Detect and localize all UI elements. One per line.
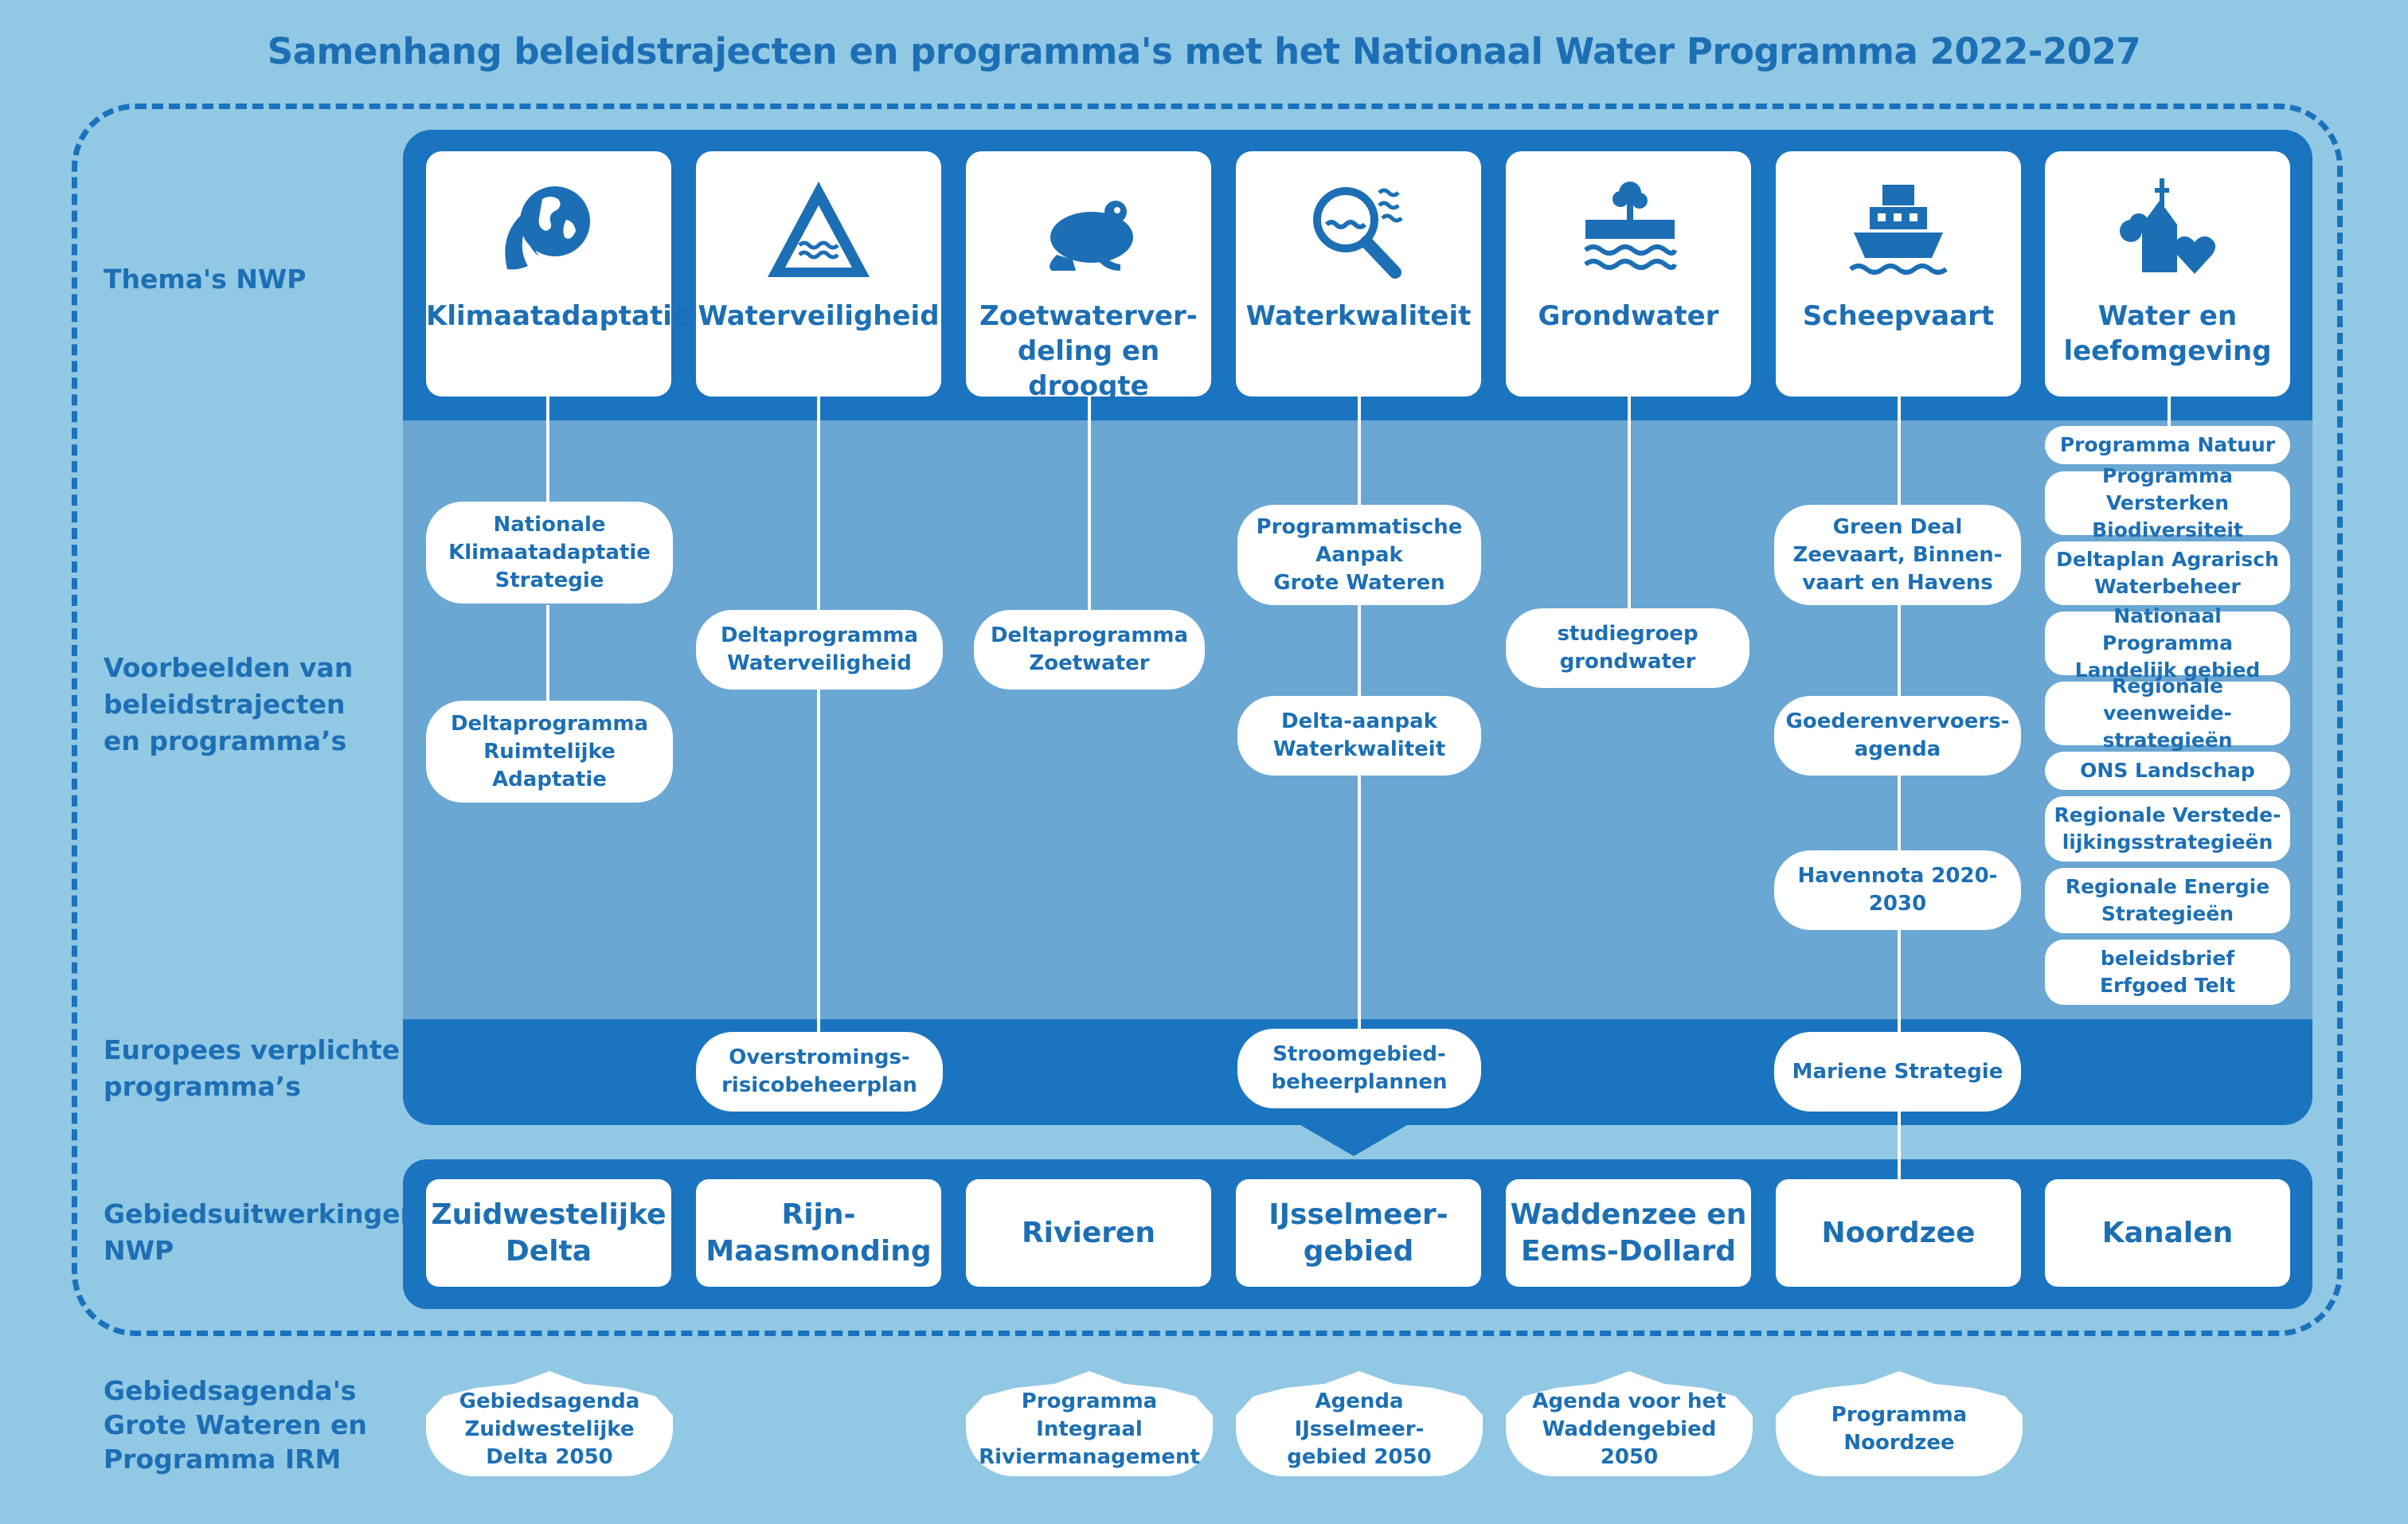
theme-card-scheepvaart[interactable]: Scheepvaart [1776, 151, 2021, 397]
connector-line [2168, 395, 2171, 427]
page-title: Samenhang beleidstrajecten en programma'… [267, 30, 2141, 72]
theme-card-waterveiligheid[interactable]: Waterveiligheid [696, 151, 941, 397]
area-card-noordzee[interactable]: Noordzee [1776, 1179, 2021, 1287]
connector-line [817, 395, 820, 1038]
theme-card-waterkwaliteit[interactable]: Waterkwaliteit [1236, 151, 1481, 397]
leefomgeving-item[interactable]: Regionale veenweide-strategieën [2045, 674, 2290, 752]
nwp-dashed-boundary [72, 104, 2343, 1336]
ship-icon [1849, 185, 1948, 275]
connector-line [1088, 395, 1091, 610]
frog-icon [1050, 201, 1133, 271]
church-heart-icon [2120, 178, 2216, 274]
theme-card-grondwater[interactable]: Grondwater [1506, 151, 1751, 397]
area-card-rivieren[interactable]: Rivieren [966, 1179, 1211, 1287]
groundwater-tree-icon [1584, 182, 1677, 270]
european-stroomgebiedbeheerplannen[interactable]: Stroomgebied-beheerplannen [1237, 1029, 1481, 1108]
theme-card-klimaatadaptatie[interactable]: Klimaatadaptatie [426, 151, 690, 397]
leefomgeving-item[interactable]: Programma Natuur [2045, 426, 2290, 464]
globe-leaf-icon [505, 186, 590, 270]
example-goederenvervoersagenda[interactable]: Goederenvervoers-agenda [1774, 696, 2021, 776]
theme-card-zoetwaterverdeling[interactable]: Zoetwaterver-deling en droogte [966, 151, 1211, 402]
european-overstromingsrisicobeheerplan[interactable]: Overstromings-risicobeheerplan [696, 1032, 943, 1112]
area-card-kanalen[interactable]: Kanalen [2045, 1179, 2290, 1287]
example-havennota[interactable]: Havennota 2020-2030 [1774, 850, 2021, 930]
connector-line [1898, 395, 1901, 1183]
connector-line [546, 605, 549, 702]
area-card-rijn-maasmonding[interactable]: Rijn-Maasmonding [696, 1179, 941, 1287]
connector-line [546, 395, 549, 558]
leefomgeving-item[interactable]: Regionale Verstede-lijkingsstrategieën [2045, 796, 2290, 862]
magnifier-water-icon [1313, 187, 1403, 279]
leefomgeving-item[interactable]: ONS Landschap [2045, 752, 2290, 790]
european-mariene-strategie[interactable]: Mariene Strategie [1774, 1032, 2021, 1112]
warning-water-icon [768, 182, 870, 277]
row-label-themas: Thema's NWP [104, 264, 307, 295]
connector-line [1628, 395, 1631, 610]
area-card-ijsselmeergebied[interactable]: IJsselmeer-gebied [1236, 1179, 1481, 1287]
panel-pointer [1296, 1123, 1411, 1156]
